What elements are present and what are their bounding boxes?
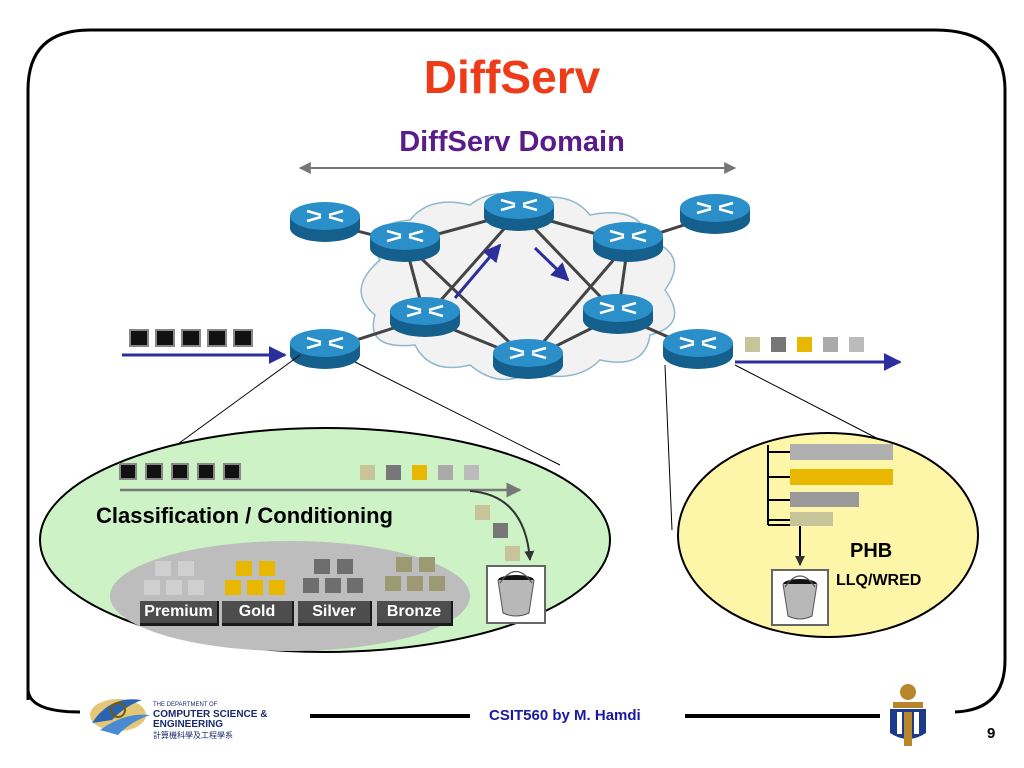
phb-label: PHB — [850, 540, 893, 562]
slide-frame — [26, 28, 1007, 714]
class-label-premium: Premium — [140, 601, 219, 626]
university-logo-icon — [890, 684, 926, 746]
queue-bar — [790, 492, 859, 507]
phb-oval — [677, 432, 979, 638]
outgoing-packets — [745, 337, 864, 352]
department-logo-icon — [90, 699, 150, 735]
phb-sub-label: LLQ/WRED — [836, 572, 922, 589]
flow-arrow-icon — [533, 246, 570, 282]
router-icon — [678, 192, 752, 236]
queue-bar — [790, 469, 893, 485]
class-label-gold: Gold — [222, 601, 294, 626]
bucket-icon — [771, 569, 829, 626]
drop-arrow — [469, 490, 535, 561]
dept-line-2: COMPUTER SCIENCE & — [153, 709, 268, 720]
classifier-outgoing-packets — [360, 465, 479, 480]
silver-stack — [303, 559, 363, 593]
class-label-bronze: Bronze — [377, 601, 453, 626]
router-icon — [581, 292, 655, 336]
dept-line-3: ENGINEERING — [153, 719, 224, 730]
queue-bar — [790, 444, 893, 460]
classification-label: Classification / Conditioning — [96, 503, 393, 528]
router-icon — [491, 337, 565, 381]
class-buckets-area — [110, 541, 470, 651]
router-icon — [368, 220, 442, 264]
dropped-packet — [493, 523, 508, 538]
queue-bar — [790, 512, 833, 526]
slide-title: DiffServ — [423, 51, 601, 103]
router-icon — [388, 295, 462, 339]
domain-subtitle: DiffServ Domain — [399, 126, 625, 158]
egress-router-icon — [661, 327, 735, 371]
dept-line-4: 計算機科學及工程學系 — [153, 731, 233, 740]
class-label-silver: Silver — [298, 601, 372, 626]
page-number: 9 — [987, 725, 996, 742]
classifier-incoming-packets — [119, 463, 241, 480]
bucket-icon — [486, 565, 546, 624]
flow-arrow-icon — [453, 243, 502, 299]
bronze-stack — [385, 557, 445, 591]
dropped-packet — [475, 505, 490, 520]
dropped-packet — [505, 546, 520, 561]
dept-line-1: THE DEPARTMENT OF — [153, 702, 218, 708]
incoming-packets — [129, 329, 253, 347]
gold-stack — [225, 561, 285, 595]
premium-stack — [144, 561, 204, 595]
footer-credit: CSIT560 by M. Hamdi — [489, 707, 641, 724]
router-icon — [482, 189, 556, 233]
router-icon — [591, 220, 665, 264]
ingress-router-icon — [288, 327, 362, 371]
router-icon — [288, 200, 362, 244]
